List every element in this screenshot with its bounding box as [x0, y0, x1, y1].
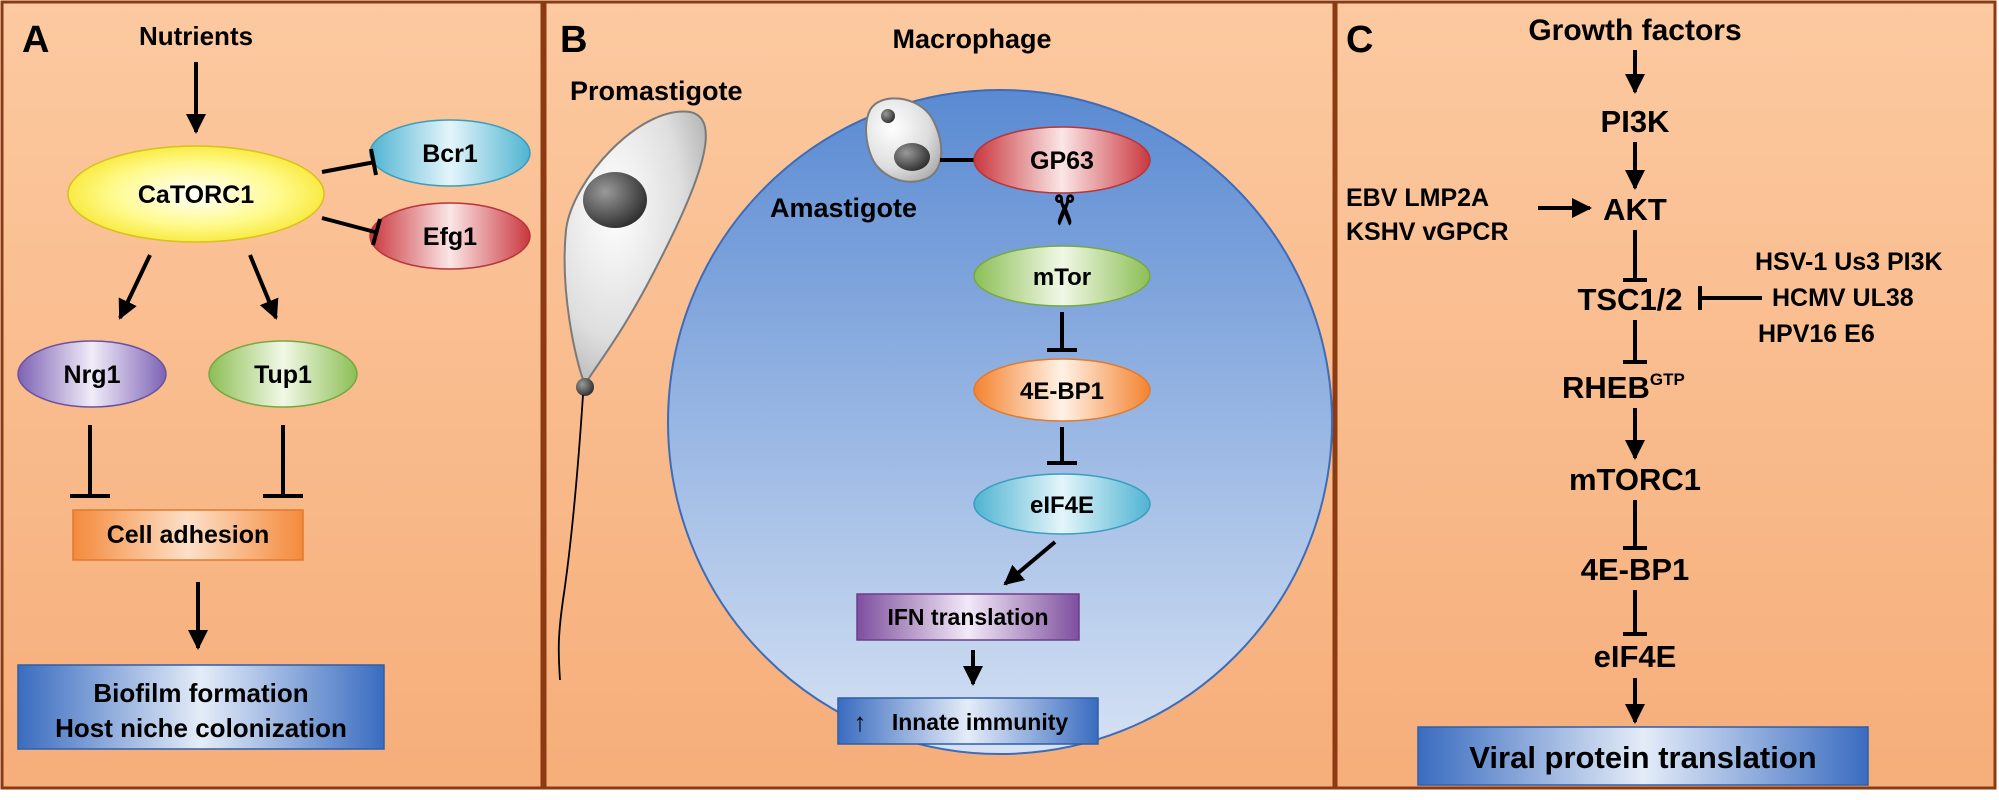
mtorc1-label: mTORC1 [1569, 462, 1701, 497]
inhibit-mtorc1-4ebp1 [1623, 500, 1647, 550]
mtor-label: mTor [1033, 264, 1091, 291]
inhibit-nrg1-adhesion [70, 425, 110, 498]
eif4e-label-c: eIF4E [1594, 639, 1677, 674]
host-niche-label: Host niche colonization [55, 713, 347, 743]
mtor-node [973, 245, 1151, 307]
promastigote-label: Promastigote [570, 76, 743, 106]
inhibit-viral-tsc [1698, 286, 1762, 310]
inhibit-catorc1-bcr1 [321, 148, 378, 176]
gp63-label: GP63 [1030, 147, 1094, 175]
arrow-up-icon: ↑ [854, 707, 867, 737]
nutrients-label: Nutrients [139, 21, 253, 51]
inhibit-akt-tsc [1623, 230, 1647, 282]
viral-translation-box [1417, 726, 1869, 786]
ifn-translation-box [856, 593, 1080, 641]
efg1-node [369, 202, 531, 270]
eif4e-node-b [973, 473, 1151, 535]
cell-adhesion-label: Cell adhesion [107, 521, 270, 549]
macrophage-cell [667, 89, 1333, 755]
nrg1-node [17, 340, 167, 408]
panel-b-letter: B [560, 19, 587, 61]
akt-label: AKT [1603, 192, 1667, 227]
hcmv-label: HCMV UL38 [1772, 284, 1914, 312]
ifn-translation-label: IFN translation [887, 604, 1048, 630]
innate-immunity-box [837, 697, 1099, 745]
scissors-icon: ✂ [1041, 193, 1085, 227]
ebp1-node-b [973, 358, 1151, 422]
rheb-label: RHEBGTP [1562, 370, 1685, 405]
arrow-catorc1-to-tup1 [248, 254, 279, 320]
amastigote-cell [865, 97, 943, 183]
panel-a-letter: A [22, 19, 49, 61]
tup1-label: Tup1 [254, 361, 312, 389]
panel-a: A Nutrients CaTORC1 Bcr1 Efg1 Nrg1 Tup1 [0, 0, 544, 790]
biofilm-box [17, 664, 385, 750]
tsc-label: TSC1/2 [1577, 282, 1682, 317]
innate-immunity-label: Innate immunity [892, 709, 1069, 735]
ebp1-label-c: 4E-BP1 [1581, 552, 1690, 587]
catorc1-node [67, 145, 325, 243]
inhibit-tsc-rheb [1623, 320, 1647, 364]
hsv-label: HSV-1 Us3 PI3K [1755, 248, 1943, 276]
pi3k-label: PI3K [1601, 104, 1671, 139]
panel-b: B Macrophage Promastigote Amastigote GP6… [543, 0, 1336, 790]
rheb-superscript: GTP [1650, 370, 1685, 389]
promastigote-cell [557, 110, 707, 681]
ebv-label: EBV LMP2A [1346, 184, 1489, 212]
macrophage-label: Macrophage [892, 24, 1051, 54]
gp63-node [973, 126, 1151, 194]
catorc1-label: CaTORC1 [138, 181, 254, 209]
inhibit-4ebp1-eif4e-c [1623, 590, 1647, 636]
tup1-node [208, 340, 358, 408]
panel-c-letter: C [1346, 19, 1373, 61]
viral-translation-label: Viral protein translation [1469, 740, 1816, 775]
ebp1-label-b: 4E-BP1 [1020, 378, 1104, 405]
inhibit-mtor-4ebp1 [1047, 312, 1077, 352]
hpv-label: HPV16 E6 [1758, 320, 1875, 348]
eif4e-label-b: eIF4E [1030, 492, 1094, 519]
inhibit-tup1-adhesion [263, 425, 303, 498]
inhibit-catorc1-efg1 [321, 216, 382, 246]
cell-adhesion-box [72, 509, 304, 561]
kshv-label: KSHV vGPCR [1346, 218, 1509, 246]
panel-c-background [1334, 0, 1997, 790]
arrow-eif4e-to-ifn [1003, 540, 1057, 586]
inhibit-4ebp1-eif4e [1047, 427, 1077, 465]
bcr1-label: Bcr1 [422, 140, 478, 168]
panel-c: C Growth factors PI3K AKT EBV LMP2A KSHV… [1334, 0, 1997, 790]
biofilm-label: Biofilm formation [93, 678, 308, 708]
growth-factors-label: Growth factors [1528, 14, 1741, 47]
amastigote-label: Amastigote [770, 193, 917, 223]
efg1-label: Efg1 [423, 223, 477, 251]
nrg1-label: Nrg1 [64, 361, 121, 389]
arrow-catorc1-to-nrg1 [118, 254, 152, 320]
